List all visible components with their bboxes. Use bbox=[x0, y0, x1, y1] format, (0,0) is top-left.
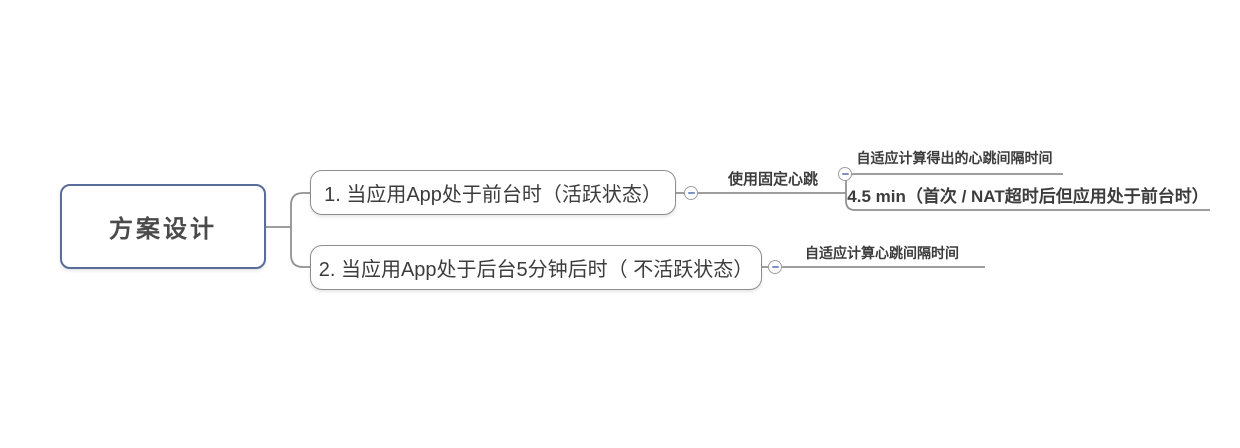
subtopic-fixed-heartbeat[interactable]: 使用固定心跳 bbox=[700, 164, 846, 189]
minus-icon bbox=[841, 173, 849, 175]
subtopic-45min-interval[interactable]: 4.5 min（首次 / NAT超时后但应用处于前台时） bbox=[846, 181, 1210, 207]
minus-icon bbox=[771, 266, 779, 268]
minus-icon bbox=[687, 192, 695, 194]
subtopic-fixed-heartbeat-label: 使用固定心跳 bbox=[727, 171, 818, 188]
subtopic-45min-interval-label: 4.5 min（首次 / NAT超时后但应用处于前台时） bbox=[847, 187, 1209, 206]
root-topic[interactable]: 方案设计 bbox=[60, 184, 266, 269]
collapse-minus-icon[interactable] bbox=[684, 186, 698, 200]
subtopic-adaptive-interval-label: 自适应计算得出的心跳间隔时间 bbox=[856, 150, 1053, 166]
branch-topic-background-label: 2. 当应用App处于后台5分钟后时（ 不活跃状态） bbox=[318, 259, 754, 281]
branch-topic-foreground[interactable]: 1. 当应用App处于前台时（活跃状态） bbox=[310, 170, 676, 215]
subtopic-adaptive-heartbeat-label: 自适应计算心跳间隔时间 bbox=[805, 245, 959, 261]
subtopic-adaptive-heartbeat[interactable]: 自适应计算心跳间隔时间 bbox=[779, 237, 985, 263]
connector-trunk-bracket bbox=[290, 192, 310, 268]
branch-topic-foreground-label: 1. 当应用App处于前台时（活跃状态） bbox=[324, 184, 662, 206]
root-topic-label: 方案设计 bbox=[109, 216, 217, 243]
branch-topic-background[interactable]: 2. 当应用App处于后台5分钟后时（ 不活跃状态） bbox=[310, 245, 762, 290]
collapse-minus-icon[interactable] bbox=[768, 260, 782, 274]
subtopic-adaptive-interval[interactable]: 自适应计算得出的心跳间隔时间 bbox=[846, 143, 1063, 168]
collapse-minus-icon[interactable] bbox=[838, 167, 852, 181]
